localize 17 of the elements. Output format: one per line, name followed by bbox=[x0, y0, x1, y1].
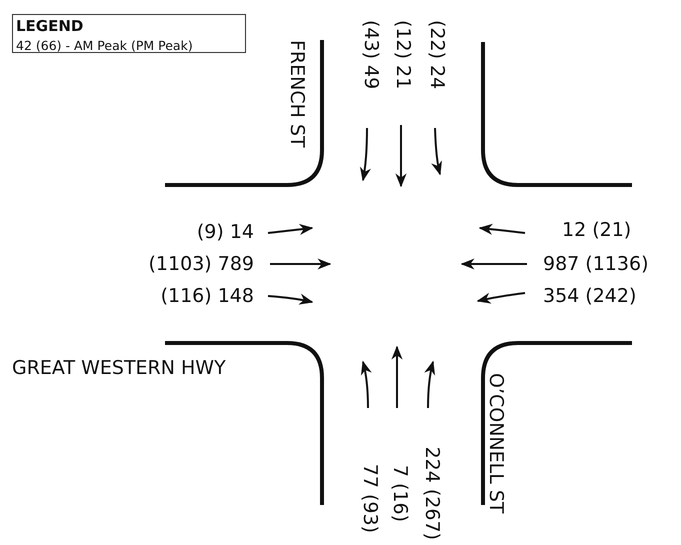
traffic-volume-label: 354 (242) bbox=[543, 285, 636, 307]
street-name: O’CONNELL ST bbox=[485, 373, 507, 514]
street-name: GREAT WESTERN HWY bbox=[12, 357, 226, 379]
legend-title: LEGEND bbox=[16, 18, 84, 35]
traffic-volume-label: 224 (267) bbox=[421, 446, 443, 540]
traffic-volume-label: (22) 24 bbox=[426, 20, 448, 90]
traffic-volume-label: 7 (16) bbox=[389, 464, 411, 522]
traffic-volume-label: (12) 21 bbox=[392, 20, 414, 90]
traffic-volume-label: 987 (1136) bbox=[543, 253, 648, 275]
traffic-volume-label: (43) 49 bbox=[360, 20, 382, 90]
traffic-volume-label: 12 (21) bbox=[562, 219, 632, 241]
traffic-volume-label: (116) 148 bbox=[160, 285, 254, 307]
traffic-volume-label: (9) 14 bbox=[196, 221, 254, 243]
traffic-volume-label: (1103) 789 bbox=[148, 253, 254, 275]
legend-text: 42 (66) - AM Peak (PM Peak) bbox=[16, 38, 193, 54]
street-name: FRENCH ST bbox=[286, 40, 308, 148]
traffic-volume-label: 77 (93) bbox=[359, 464, 381, 533]
